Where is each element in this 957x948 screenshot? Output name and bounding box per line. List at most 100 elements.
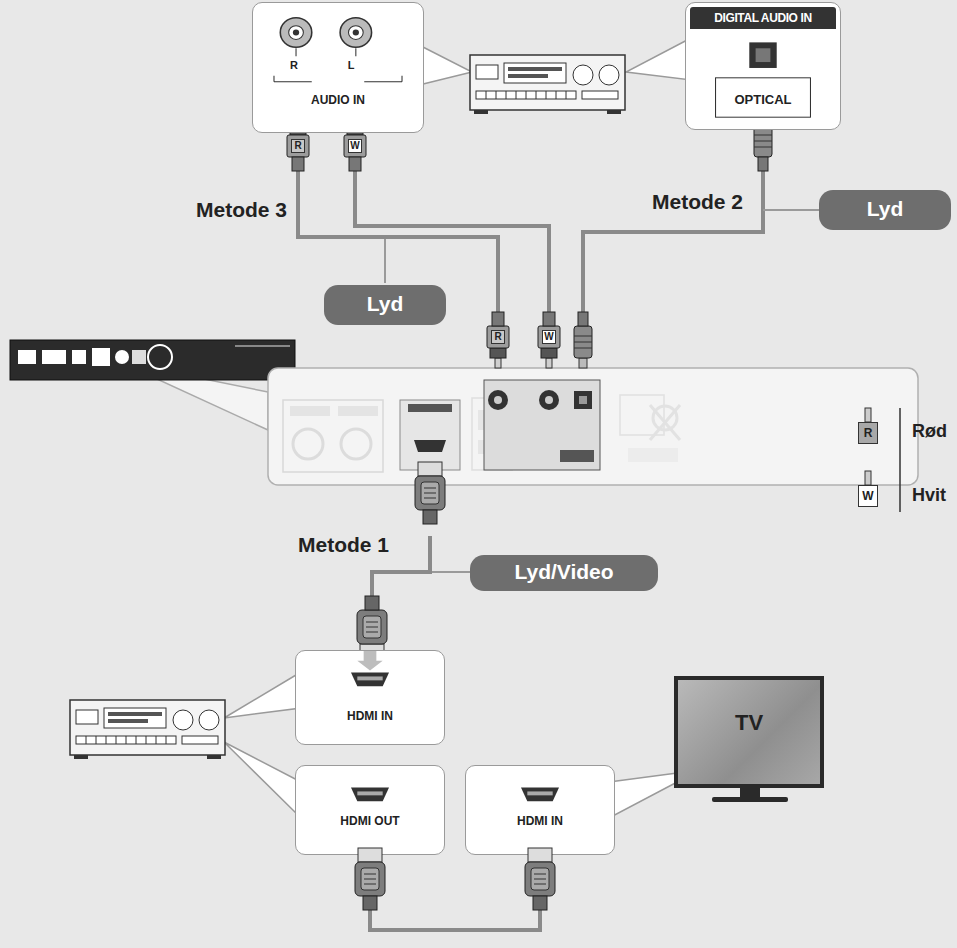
node-text: Lyd xyxy=(819,190,951,227)
callout-pointers-part xyxy=(626,38,691,80)
connector-callout: HDMI IN xyxy=(295,650,445,745)
hdmi-cable xyxy=(370,855,540,930)
leader-lines-part xyxy=(384,239,386,283)
optical-port-inner xyxy=(756,48,771,62)
leader-lines-part xyxy=(432,571,474,573)
jack xyxy=(280,18,311,48)
illustration-part xyxy=(487,312,509,368)
bluray-player-part xyxy=(132,350,146,364)
illustration-part xyxy=(470,55,625,114)
jack-pin xyxy=(293,30,299,36)
hdmi-port xyxy=(351,673,389,687)
node-text: Lyd/Video xyxy=(470,555,658,588)
legend-samples-part xyxy=(899,408,901,512)
plug-letter: R xyxy=(491,330,505,344)
leader-lines-part xyxy=(763,209,823,211)
legend-text: Rød xyxy=(912,421,947,442)
plug-letter: W xyxy=(348,139,362,153)
legend-samples-part xyxy=(865,471,871,485)
connector-callout: RLAUDIO IN xyxy=(252,2,424,133)
bluray-player-part xyxy=(235,345,290,347)
bluray-player-part xyxy=(650,405,680,440)
bluray-player-part xyxy=(115,350,129,364)
jack-tick xyxy=(295,48,296,56)
bluray-player-part xyxy=(148,345,172,369)
connector-callout: HDMI IN xyxy=(465,765,615,855)
illustration-part xyxy=(538,312,560,368)
jack xyxy=(340,18,371,48)
bluray-player-part xyxy=(545,396,553,404)
bluray-player-part xyxy=(488,390,508,410)
method-label: Metode 3 xyxy=(196,198,287,222)
bluray-player-part xyxy=(400,400,460,470)
bluray-player-part xyxy=(290,406,330,416)
plug-letter: R xyxy=(291,139,305,153)
bluray-player-part xyxy=(539,390,559,410)
tv-stand-part xyxy=(740,788,760,798)
bluray-player-part xyxy=(293,429,323,459)
port-icon xyxy=(296,766,444,854)
callout-pointers-part xyxy=(419,45,472,85)
connector-callout: DIGITAL AUDIO INOPTICAL xyxy=(685,2,841,130)
bluray-player-part xyxy=(574,391,592,409)
bluray-player-part xyxy=(283,400,383,472)
bluray-player-part xyxy=(414,440,446,452)
illustration-part xyxy=(574,312,592,368)
bluray-player-part xyxy=(72,350,86,364)
bluray-player xyxy=(10,340,918,485)
connector-callout: HDMI OUT xyxy=(295,765,445,855)
port-icon xyxy=(296,651,444,744)
legend-samples-part xyxy=(865,408,871,422)
node-text: Lyd xyxy=(324,285,446,322)
node-text: TV xyxy=(678,710,820,736)
node-text: HDMI IN xyxy=(296,709,444,723)
callout-pointers-part xyxy=(224,742,301,818)
illustration-part xyxy=(415,462,445,524)
node-text: AUDIO IN xyxy=(253,93,423,107)
bluray-player-part xyxy=(268,368,918,485)
port-icon xyxy=(466,766,614,854)
optical-port xyxy=(749,42,776,68)
illustration-part xyxy=(70,700,225,759)
hdmi-port xyxy=(351,788,389,802)
node-text: HDMI IN xyxy=(466,814,614,828)
plug-overlay-part xyxy=(525,848,555,910)
node-text: HDMI OUT xyxy=(296,814,444,828)
jack-hole xyxy=(348,26,363,40)
leader-lines xyxy=(385,210,823,572)
hdmi-port-pins xyxy=(527,791,552,795)
cables xyxy=(298,170,763,596)
jack-pin xyxy=(353,30,359,36)
bluray-player-part xyxy=(560,450,594,462)
bracket xyxy=(274,76,402,82)
plug-letter: W xyxy=(542,330,556,344)
method-label: Metode 2 xyxy=(652,190,743,214)
node-text: DIGITAL AUDIO IN xyxy=(690,7,836,29)
jack-tick xyxy=(355,48,356,56)
bluray-player-part xyxy=(341,429,371,459)
bluray-player-part xyxy=(338,406,378,416)
bluray-player-part xyxy=(408,404,452,412)
bluray-player-part xyxy=(484,380,600,470)
illustration-part xyxy=(357,596,387,658)
plug-overlay-part xyxy=(355,848,385,910)
jack-hole xyxy=(289,26,304,40)
bluray-player-part xyxy=(18,350,36,364)
bluray-player-part xyxy=(10,340,295,380)
tv-screen: TV xyxy=(674,676,824,788)
signal-tag: Lyd xyxy=(819,190,951,230)
legend-plug-letter: W xyxy=(858,485,878,507)
cables-part xyxy=(583,170,763,312)
bluray-player-part xyxy=(579,396,587,404)
hdmi-port xyxy=(521,788,559,802)
signal-tag: Lyd xyxy=(324,285,446,325)
method-label: Metode 1 xyxy=(298,533,389,557)
bluray-player-part xyxy=(494,396,502,404)
bluray-player-part xyxy=(628,448,678,462)
callout-pointers-part xyxy=(224,672,301,718)
hdmi-port-pins xyxy=(357,791,382,795)
legend-plug-letter: R xyxy=(858,422,878,444)
node-text: R xyxy=(282,59,306,71)
insert-arrow xyxy=(357,651,382,671)
signal-tag: Lyd/Video xyxy=(470,555,658,591)
